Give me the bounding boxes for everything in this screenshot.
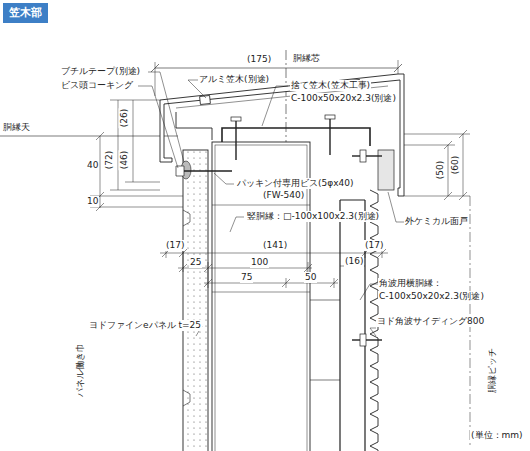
dimension: 100 <box>250 257 269 268</box>
part-label: アルミ笠木(別途) <box>198 74 270 85</box>
part-label: ブチルテープ(別途) <box>60 66 141 77</box>
e-panel <box>183 150 208 451</box>
dimension: パネル働き巾 <box>75 342 86 398</box>
dimension: (141) <box>262 240 288 251</box>
dimension: (26) <box>119 108 130 128</box>
part-spec: C-100x50x20x2.3(別途) <box>378 291 485 302</box>
dimension: 50 <box>304 272 317 283</box>
dimension: 10 <box>86 196 99 207</box>
dimension: (175) <box>246 54 272 65</box>
part-label: 捨て笠木(笠木工事) <box>290 80 371 91</box>
dimension: 40 <box>86 160 99 171</box>
part-label: ヨドファインeパネル t=25 <box>88 320 202 331</box>
unit-note: (単位：mm) <box>470 430 524 441</box>
part-label: 竪胴縁：□-100x100x2.3(別途) <box>246 211 380 222</box>
part-label: ビス頭コーキング <box>60 80 134 91</box>
packing-screw <box>184 170 232 172</box>
part-label: 角波用横胴縁： <box>378 278 443 289</box>
dimension: 75 <box>240 272 253 283</box>
part-spec: (FW-540) <box>262 190 305 201</box>
dimension: (17) <box>364 240 384 251</box>
dimension: (72) <box>104 150 115 170</box>
part-label: パッキン付専用ビス(5φx40) <box>236 178 354 189</box>
dimension: 胴縁ピッチ <box>487 347 498 394</box>
part-spec: C-100x50x20x2.3(別途) <box>290 93 397 104</box>
level-label: 胴縁天 <box>2 122 31 133</box>
axis-label: 胴縁芯 <box>292 53 321 64</box>
part-label: ヨド角波サイディング800 <box>376 316 485 327</box>
dimension: (60) <box>450 155 461 175</box>
title-box: 笠木部 <box>3 3 48 23</box>
section-title: 笠木部 <box>9 6 42 20</box>
part-label: 外ケミカル面戸 <box>404 216 469 227</box>
dimension: (50) <box>435 160 446 180</box>
horizontal-channel <box>340 200 365 451</box>
dimension: (16) <box>344 256 364 267</box>
dimension: (46) <box>119 150 130 170</box>
dimension: 25 <box>189 257 202 268</box>
dimension: (17) <box>165 240 185 251</box>
